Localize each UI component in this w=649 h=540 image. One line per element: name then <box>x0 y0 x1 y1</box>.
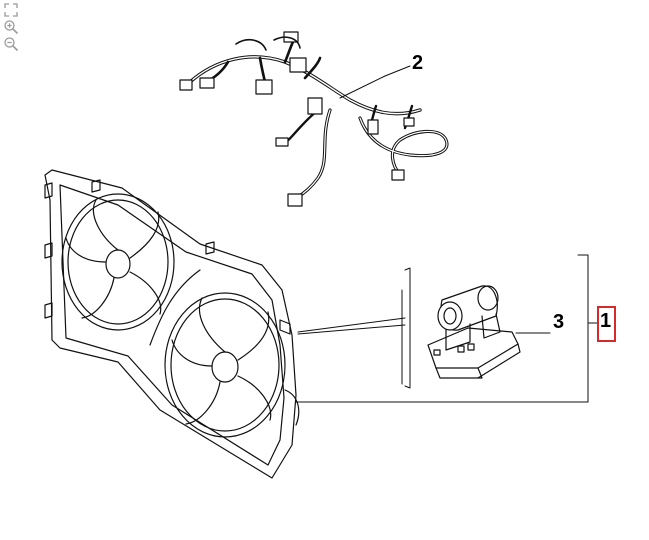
leader-lines <box>295 65 599 403</box>
selected-callout-highlight[interactable] <box>597 306 616 342</box>
callout-2-label[interactable]: 2 <box>412 52 424 74</box>
callout-1-label[interactable]: 1 <box>600 310 612 332</box>
wiring-harness[interactable] <box>179 31 449 207</box>
fit-screen-icon[interactable] <box>3 2 19 18</box>
viewer-toolbar <box>3 2 21 52</box>
zoom-in-icon[interactable] <box>3 19 19 35</box>
callout-3-label[interactable]: 3 <box>553 311 565 333</box>
fan-shroud-assembly[interactable] <box>44 169 300 479</box>
zoom-out-icon[interactable] <box>3 36 19 52</box>
fan-resistor-module[interactable] <box>427 285 521 379</box>
